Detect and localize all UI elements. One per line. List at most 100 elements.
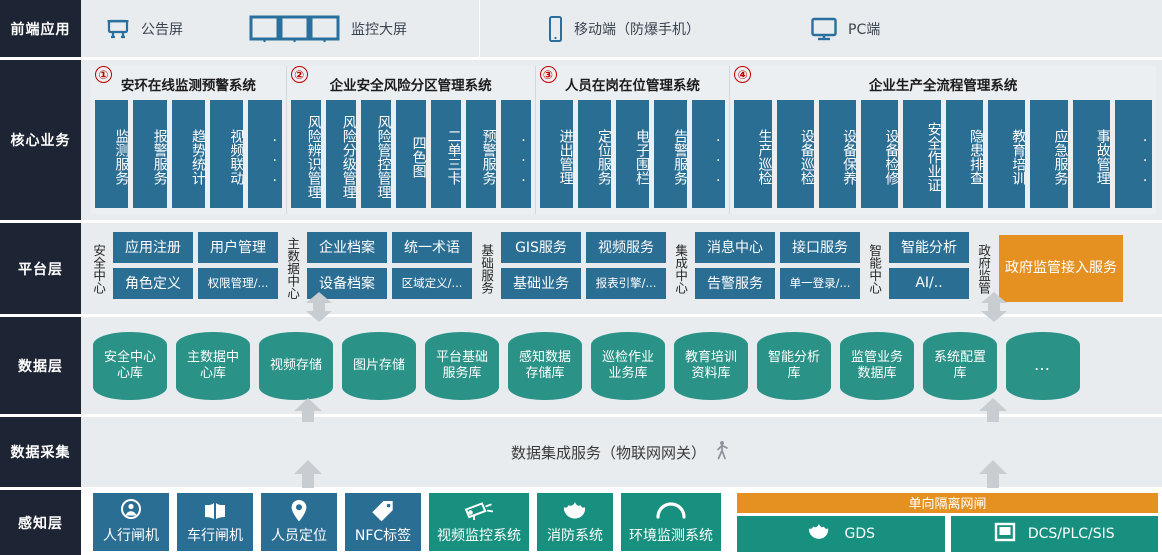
core-card[interactable]: 视频联动 (210, 100, 244, 208)
core-card[interactable]: 安全作业证 (903, 100, 941, 208)
platform-cell[interactable]: 报表引擎/... (586, 267, 666, 299)
core-group-badge: ③ (539, 66, 557, 83)
core-card-more[interactable]: ... (248, 100, 282, 208)
platform-cell[interactable]: 用户管理 (198, 231, 278, 263)
frontend-item-announcement[interactable]: 公告屏 (105, 16, 183, 42)
platform-cell[interactable]: 应用注册 (113, 231, 193, 263)
arrow-platform-to-data-left (306, 292, 332, 322)
core-card-more[interactable]: ... (500, 100, 531, 208)
sensing-card[interactable]: 环境监测系统 (621, 493, 721, 551)
platform-cell[interactable]: 单一登录/... (780, 267, 860, 299)
government-access-service-card[interactable]: 政府监管接入服务 (999, 235, 1123, 302)
platform-cell[interactable]: 企业档案 (307, 231, 387, 263)
layer-data-collection: 数据采集 数据集成服务（物联网网关） (0, 417, 1162, 487)
core-card[interactable]: 监测服务 (95, 100, 129, 208)
core-card[interactable]: 风险辨识管理 (290, 100, 321, 208)
core-card[interactable]: 预警服务 (465, 100, 496, 208)
sensing-card[interactable]: 视频监控系统 (429, 493, 529, 551)
gateway-card[interactable]: DCS/PLC/SIS (950, 515, 1158, 552)
sensing-card[interactable]: NFC标签 (345, 493, 421, 551)
data-store[interactable]: 感知数据存储库 (508, 331, 582, 400)
gateway-card[interactable]: GDS (737, 515, 945, 552)
platform-column: 视频服务报表引擎/... (586, 231, 666, 306)
arrow-data-to-platform-up-left (294, 398, 322, 422)
layer-label-sensing: 感知层 (0, 490, 81, 555)
platform-cell[interactable]: 视频服务 (586, 231, 666, 263)
frontend-item-mobile[interactable]: 移动端（防爆手机） (546, 15, 700, 43)
core-card[interactable]: 隐患排查 (945, 100, 983, 208)
frontend-divider (479, 0, 480, 57)
announcement-screen-icon (105, 16, 131, 42)
person-gate-icon (118, 499, 144, 523)
core-card[interactable]: 设备巡检 (776, 100, 814, 208)
platform-government-group: 政府监管政府监管接入服务 (974, 232, 1123, 306)
core-card[interactable]: 定位服务 (577, 100, 611, 208)
sensing-card[interactable]: 消防系统 (537, 493, 613, 551)
core-card[interactable]: 教育培训 (987, 100, 1026, 208)
platform-cell[interactable]: 基础业务 (501, 267, 581, 299)
platform-column: 统一术语区域定义/... (392, 231, 472, 306)
platform-cell[interactable]: 区域定义/... (392, 267, 472, 299)
data-store[interactable]: 智能分析库 (757, 331, 831, 400)
core-card-more[interactable]: ... (1114, 100, 1153, 208)
data-store[interactable]: 平台基础服务库 (425, 331, 499, 400)
platform-cell[interactable]: AI/.. (889, 267, 969, 299)
platform-group-label: 智能中心 (867, 243, 883, 294)
core-card[interactable]: 进出管理 (539, 100, 573, 208)
sensing-card[interactable]: 车行闸机 (177, 493, 253, 551)
platform-cell[interactable]: 接口服务 (780, 231, 860, 263)
core-card[interactable]: 应急服务 (1030, 100, 1068, 208)
data-store[interactable]: 视频存储 (259, 331, 333, 400)
sensing-card[interactable]: 人员定位 (261, 493, 337, 551)
core-card[interactable]: 趋势统计 (171, 100, 206, 208)
core-card[interactable]: 设备保养 (818, 100, 857, 208)
fire-icon (561, 499, 589, 523)
dcs-panel-icon (994, 522, 1016, 546)
platform-cell[interactable]: 角色定义 (113, 267, 193, 299)
sensing-card[interactable]: 人行闸机 (93, 493, 169, 551)
platform-cell[interactable]: 消息中心 (695, 231, 775, 263)
core-card[interactable]: 生产巡检 (734, 100, 772, 208)
core-card[interactable]: 事故管理 (1072, 100, 1110, 208)
layer-data: 数据层 安全中心心库主数据中心库视频存储图片存储平台基础服务库感知数据存储库巡检… (0, 317, 1162, 414)
core-card-more[interactable]: ... (692, 100, 726, 208)
frontend-item-pc[interactable]: PC端 (810, 16, 880, 42)
platform-group: 智能中心智能分析 AI/.. (865, 231, 974, 306)
core-card[interactable]: 风险分级管理 (325, 100, 356, 208)
core-card[interactable]: 风险管控管理 (360, 100, 391, 208)
platform-group-cells: GIS服务基础业务视频服务报表引擎/... (496, 231, 671, 306)
platform-cell[interactable]: 智能分析 (889, 231, 969, 263)
data-store-more[interactable]: … (1006, 331, 1080, 400)
core-card[interactable]: 二单三卡 (430, 100, 461, 208)
core-card[interactable]: 告警服务 (653, 100, 688, 208)
platform-group: 集成中心消息中心告警服务接口服务单一登录/... (671, 231, 865, 306)
platform-group-label: 安全中心 (91, 243, 107, 294)
cctv-camera-icon (463, 499, 495, 523)
isolation-gateway-bar: 单向隔离网闸 (737, 492, 1158, 513)
sensing-card-label: 车行闸机 (187, 528, 243, 544)
core-card[interactable]: 报警服务 (133, 100, 167, 208)
data-store[interactable]: 系统配置库 (923, 331, 997, 400)
platform-cell[interactable]: 统一术语 (392, 231, 472, 263)
core-card[interactable]: 设备检修 (861, 100, 899, 208)
platform-cell[interactable]: 告警服务 (695, 267, 775, 299)
platform-group: 安全中心应用注册角色定义用户管理权限管理/... (89, 231, 283, 306)
frontend-item-monitor-wall[interactable]: 监控大屏 (249, 14, 407, 44)
platform-cell[interactable]: GIS服务 (501, 231, 581, 263)
data-store[interactable]: 主数据中心库 (176, 331, 250, 400)
data-store[interactable]: 监管业务数据库 (840, 331, 914, 400)
data-store[interactable]: 巡检作业业务库 (591, 331, 665, 400)
frontend-label-mobile: 移动端（防爆手机） (574, 21, 700, 38)
core-group-badge: ④ (734, 66, 752, 83)
data-store[interactable]: 图片存储 (342, 331, 416, 400)
core-card[interactable]: 四色图 (395, 100, 426, 208)
data-store[interactable]: 安全中心心库 (93, 331, 167, 400)
platform-cell[interactable]: 权限管理/... (198, 267, 278, 299)
layer-frontend: 前端应用 公告屏 监控大屏 移动端（防爆手机） (0, 0, 1162, 57)
core-card[interactable]: 电子围栏 (615, 100, 649, 208)
data-store[interactable]: 教育培训资料库 (674, 331, 748, 400)
